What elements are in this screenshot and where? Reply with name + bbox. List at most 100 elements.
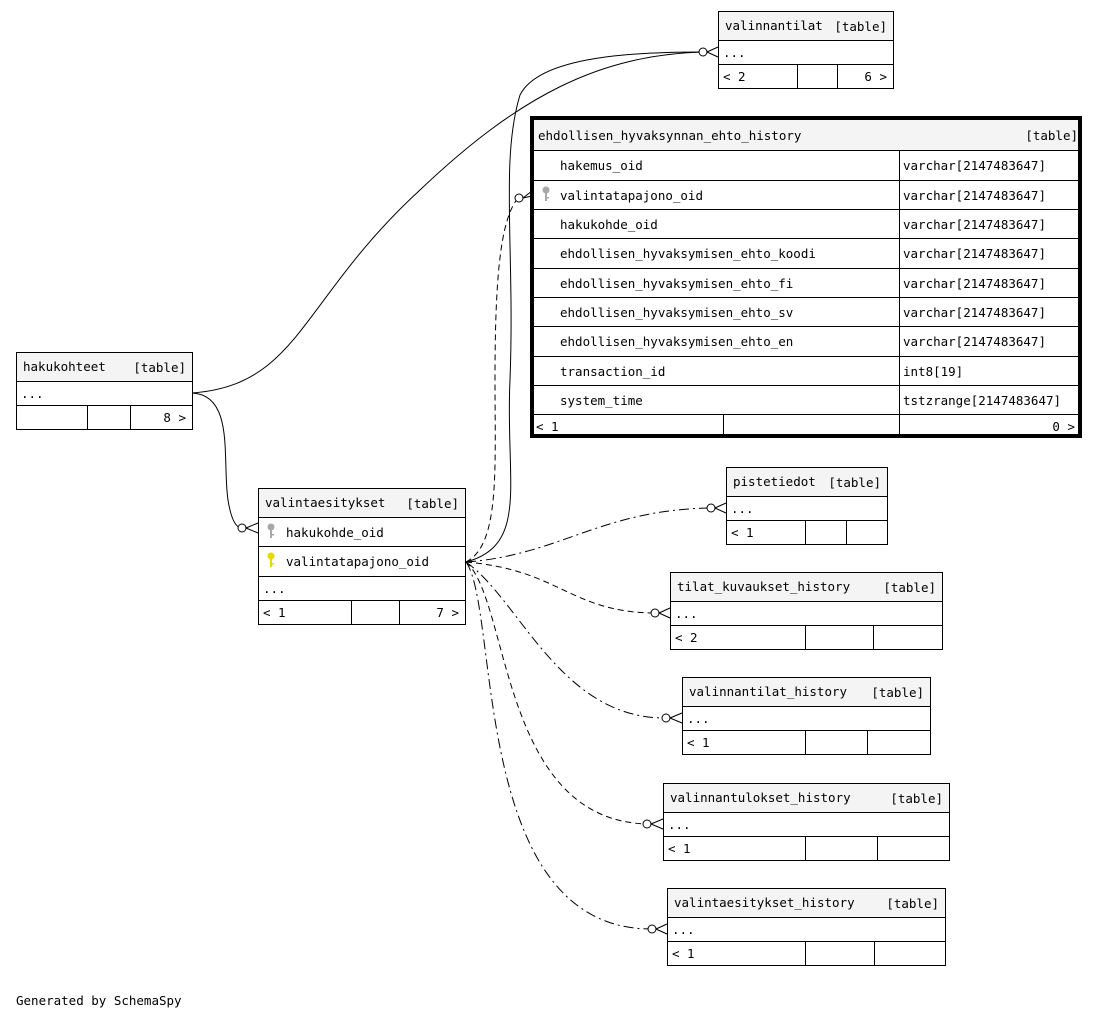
table-tilat-kuvaukset-history[interactable]: tilat_kuvaukset_history [table] ... < 2 [670,572,943,650]
edge-valintaesitykset-tilat [465,561,655,614]
table-footer: < 1 0 > [534,415,1078,438]
table-kind: [table] [834,19,887,34]
edge-end-circle [706,503,716,513]
table-footer: < 1 [727,521,887,544]
column-name: valintatapajono_oid [286,554,429,569]
column-row: system_time tstzrange[2147483647] [534,386,1078,415]
column-row: hakukohde_oid varchar[2147483647] [534,210,1078,239]
foreign-key-icon [267,523,275,538]
foreign-key-icon [542,186,550,201]
table-header: tilat_kuvaukset_history [table] [671,573,942,602]
parent-count: < 1 [731,525,754,540]
table-header: ehdollisen_hyvaksynnan_ehto_history [tab… [534,120,1078,151]
column-type: varchar[2147483647] [903,158,1046,173]
table-kind: [table] [886,896,939,911]
edge-valintaesitykset-valinnantulokset-history [465,561,648,825]
table-valinnantulokset-history[interactable]: valinnantulokset_history [table] ... < 1 [663,783,950,861]
column-name: ehdollisen_hyvaksymisen_ehto_sv [560,305,794,320]
edge-fork [655,923,668,935]
edge-valintaesitykset-valinnantilat [465,51,704,563]
column-name: ehdollisen_hyvaksymisen_ehto_fi [560,276,794,291]
table-pistetiedot[interactable]: pistetiedot [table] ... < 1 [726,467,888,545]
table-footer: < 1 [683,731,930,754]
edge-valintaesitykset-valinnantilat-history [465,561,666,719]
table-kind: [table] [133,360,186,375]
column-type: varchar[2147483647] [903,276,1046,291]
column-row: valintatapajono_oid varchar[2147483647] [534,181,1078,210]
column-row: ehdollisen_hyvaksymisen_ehto_sv varchar[… [534,298,1078,327]
ellipsis: ... [672,922,695,937]
table-name: hakukohteet [23,359,106,374]
ellipsis-row: ... [683,707,930,731]
edge-hakukohteet-valinnantilat [191,51,704,394]
table-header: valinnantilat [table] [719,12,893,41]
table-valinnantilat-history[interactable]: valinnantilat_history [table] ... < 1 [682,677,931,755]
table-header: valinnantilat_history [table] [683,678,930,707]
edge-fork [658,607,671,619]
edge-end-circle [642,819,652,829]
ellipsis: ... [263,581,286,596]
table-kind: [table] [828,475,881,490]
edge-hakukohteet-valintaesitykset [191,392,243,529]
column-name: hakukohde_oid [286,525,384,540]
column-row: ehdollisen_hyvaksymisen_ehto_fi varchar[… [534,269,1078,298]
ellipsis: ... [668,817,691,832]
edge-fork [650,818,664,830]
generated-by-footer: Generated by SchemaSpy [16,993,182,1008]
parent-count: < 1 [263,605,286,620]
table-footer: < 1 [664,837,949,860]
column-type: varchar[2147483647] [903,334,1046,349]
table-valintaesitykset-history[interactable]: valintaesitykset_history [table] ... < 1 [667,888,946,966]
edge-fork [245,522,259,534]
column-name: ehdollisen_hyvaksymisen_ehto_koodi [560,246,816,261]
column-row: hakukohde_oid [259,518,465,547]
column-row: ehdollisen_hyvaksymisen_ehto_koodi varch… [534,239,1078,269]
column-row: valintatapajono_oid [259,547,465,577]
edge-end-circle [661,713,671,723]
table-header: hakukohteet [table] [17,353,192,382]
table-kind: [table] [1025,128,1078,143]
edge-fork [714,502,727,514]
ellipsis: ... [687,711,710,726]
table-header: valintaesitykset [table] [259,489,465,518]
table-footer: < 2 [671,626,942,649]
edge-valintaesitykset-valintaesitykset-history [465,561,653,930]
column-name: valintatapajono_oid [560,188,703,203]
ellipsis: ... [675,606,698,621]
column-name: ehdollisen_hyvaksymisen_ehto_en [560,334,794,349]
parent-count: < 2 [675,630,698,645]
table-hakukohteet[interactable]: hakukohteet [table] ... 8 > [16,352,193,430]
parent-count: < 2 [723,69,746,84]
table-ehdollisen-hyvaksynnan-ehto-history[interactable]: ehdollisen_hyvaksynnan_ehto_history [tab… [530,116,1082,438]
edge-fork [669,712,683,724]
ellipsis-row: ... [727,497,887,521]
ellipsis-row: ... [668,918,945,942]
edge-end-circle [237,523,247,533]
table-footer: < 1 [668,942,945,965]
table-name: valinnantilat_history [689,684,848,699]
column-name: hakemus_oid [560,158,643,173]
column-name: transaction_id [560,364,666,379]
table-name: valinnantilat [725,18,823,33]
column-type: varchar[2147483647] [903,305,1046,320]
edge-valintaesitykset-ehdollisen [465,197,519,563]
column-type: tstzrange[2147483647] [903,393,1062,408]
column-type: varchar[2147483647] [903,246,1046,261]
child-count: 8 > [163,410,186,425]
parent-count: < 1 [536,419,559,434]
table-name: tilat_kuvaukset_history [677,579,851,594]
primary-key-icon [267,552,275,567]
ellipsis: ... [21,386,44,401]
child-count: 0 > [1052,419,1075,434]
edge-end-circle [650,608,660,618]
ellipsis-row: ... [17,382,192,406]
ellipsis: ... [723,45,746,60]
parent-count: < 1 [672,946,695,961]
child-count: 7 > [436,605,459,620]
table-valinnantilat[interactable]: valinnantilat [table] ... < 2 6 > [718,11,894,89]
table-valintaesitykset[interactable]: valintaesitykset [table] hakukohde_oid v… [258,488,466,625]
table-footer: < 1 7 > [259,601,465,624]
table-kind: [table] [406,496,459,511]
table-name: valintaesitykset_history [674,895,855,910]
